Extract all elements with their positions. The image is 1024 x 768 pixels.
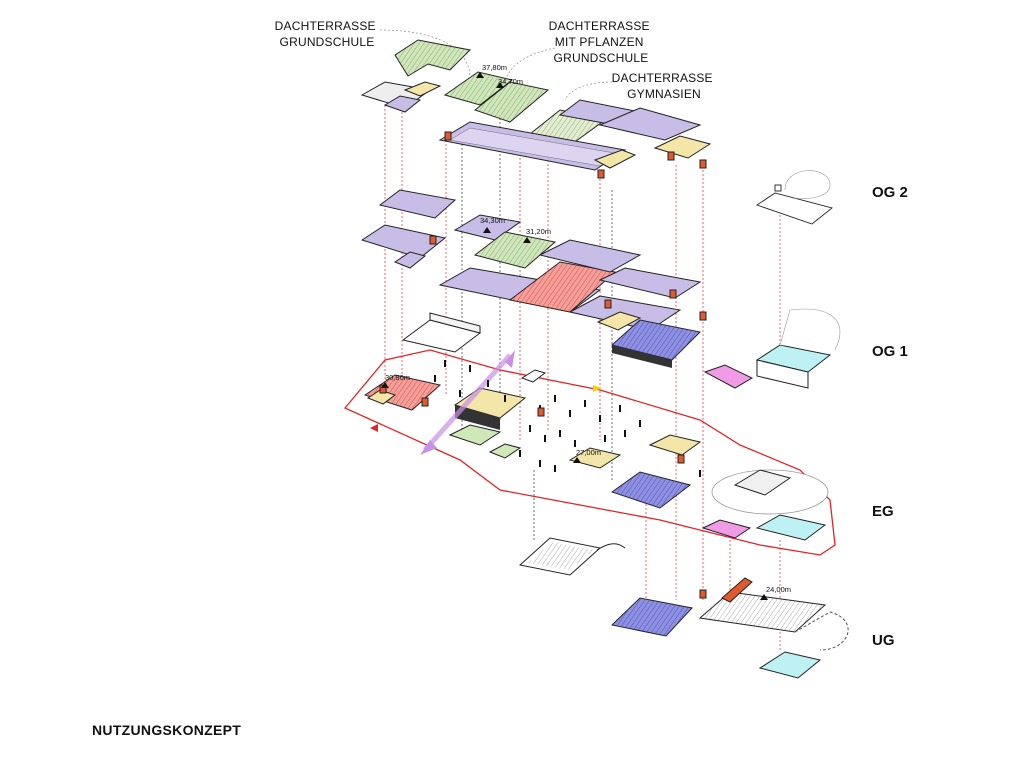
ug-cyan-room [758,651,822,679]
elevation-e6: 27,00m [576,448,601,457]
eg-cyan-room [755,514,827,541]
callout-leaders [379,29,613,101]
eg-site-boundary [343,349,836,556]
eg-columns [434,360,701,477]
level-og1-plan [360,189,841,389]
level-og2-plan [360,39,712,179]
level-label-eg: EG [872,503,894,520]
ug-orange-block [721,577,753,603]
callout-roof-primary: DACHTERRASSE GRUNDSCHULE [275,19,380,49]
level-eg-plan [343,312,836,556]
elevation-markers: 37,80m 34,70m 34,30m 31,20m 30,80m 27,00… [381,63,791,600]
level-label-og1: OG 1 [872,343,908,360]
level-label-ug: UG [872,632,895,649]
callout-roof-plants: DACHTERRASSE MIT PFLANZEN GRUNDSCHULE [549,19,654,65]
elevation-e2: 34,70m [498,77,523,86]
elevation-e7: 24,00m [766,585,791,594]
og2-right-outline [755,170,833,225]
elevation-e4: 31,20m [526,227,551,236]
level-ug-plan [518,537,849,679]
elevation-e5: 30,80m [385,373,410,382]
elevation-e3: 34,30m [480,216,505,225]
diagram-caption: NUTZUNGSKONZEPT [92,722,242,738]
level-label-og2: OG 2 [872,184,908,201]
callout-roof-gym: DACHTERRASSE GYMNASIEN [612,71,717,101]
elevation-e1: 37,80m [482,63,507,72]
og1-pink-room [703,364,754,389]
